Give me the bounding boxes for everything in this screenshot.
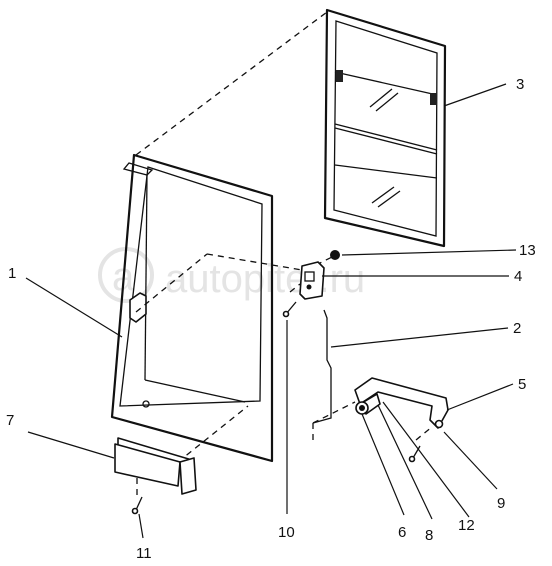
- leader-lines: [25, 83, 517, 539]
- part-12-screw: [408, 445, 421, 463]
- part-4-bracket: [299, 261, 325, 300]
- callout-11: 11: [136, 545, 152, 562]
- callout-12: 12: [458, 517, 475, 534]
- part-2-seal: [312, 309, 332, 424]
- callout-4: 4: [514, 268, 522, 285]
- callout-5: 5: [518, 376, 526, 393]
- callout-9: 9: [497, 495, 505, 512]
- part-1-door-frame: [110, 153, 274, 463]
- callout-labels: 3 13 4 2 5 9 12 8 6 10 11 7 1: [6, 76, 536, 562]
- part-11-screw: [131, 496, 143, 515]
- callout-7: 7: [6, 412, 14, 429]
- part-13-plug: [330, 250, 340, 260]
- callout-2: 2: [513, 320, 521, 337]
- part-10-screw: [282, 301, 297, 318]
- part-9-screw: [434, 419, 444, 429]
- callout-13: 13: [519, 242, 536, 259]
- callout-3: 3: [516, 76, 524, 93]
- callout-6: 6: [398, 524, 406, 541]
- part-5-handle: [354, 377, 449, 429]
- part-7-housing: [114, 437, 197, 495]
- callout-10: 10: [278, 524, 295, 541]
- glass-clip-left: [336, 70, 343, 82]
- callout-1: 1: [8, 265, 16, 282]
- callout-8: 8: [425, 527, 433, 544]
- part-3-glass-unit: [323, 8, 447, 248]
- glass-clip-right: [430, 93, 437, 105]
- part-6-lock-cylinder: [355, 401, 369, 415]
- assembly-lines: [135, 11, 434, 497]
